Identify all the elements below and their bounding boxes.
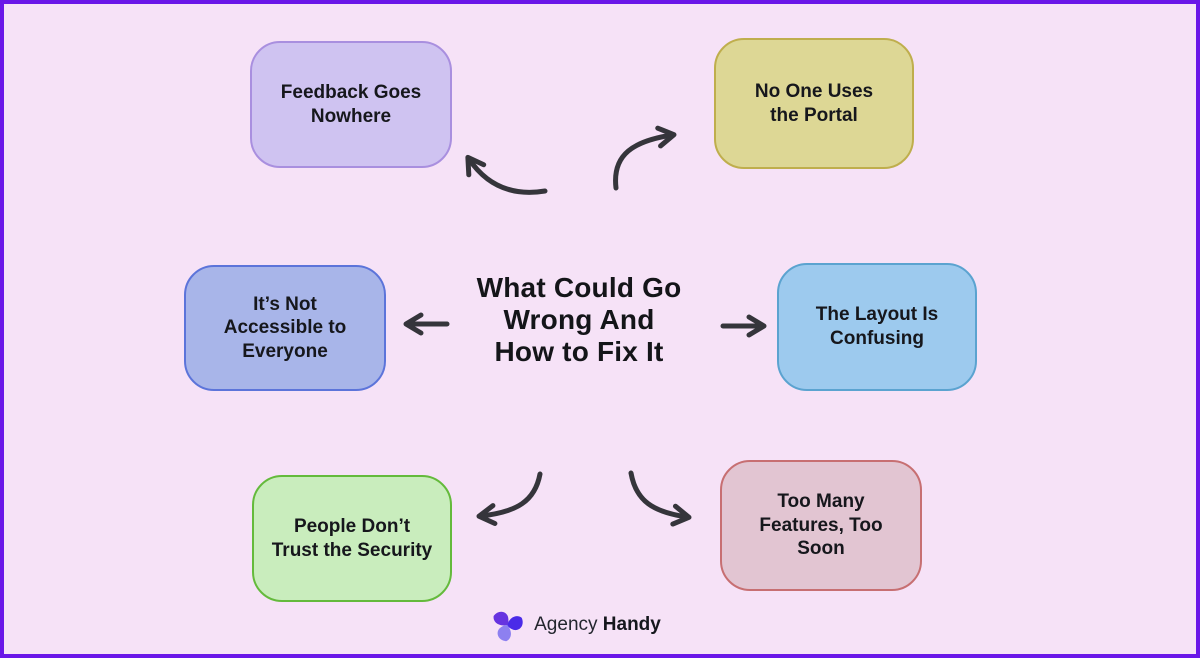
node-label: People Don’t Trust the Security [271, 515, 433, 561]
brand-name: Agency Handy [534, 614, 661, 636]
node-feedback-goes-nowhere: Feedback Goes Nowhere [250, 41, 452, 168]
arrow-to-feedback [465, 154, 548, 195]
diagram-title: What Could Go Wrong And How to Fix It [476, 272, 682, 368]
brand-name-bold: Handy [602, 614, 661, 635]
node-too-many-features: Too Many Features, Too Soon [720, 460, 922, 591]
arrow-to-portal [613, 125, 677, 191]
node-label: Too Many Features, Too Soon [759, 491, 883, 560]
node-layout-confusing: The Layout Is Confusing [777, 263, 977, 391]
arrow-to-security [476, 471, 543, 527]
node-not-accessible: It’s Not Accessible to Everyone [184, 265, 386, 391]
agency-handy-logo-icon [489, 607, 526, 643]
brand-name-regular: Agency [534, 614, 598, 635]
node-trust-security: People Don’t Trust the Security [252, 475, 452, 602]
node-label: The Layout Is Confusing [815, 304, 939, 349]
arrow-to-features [628, 470, 692, 527]
node-label: It’s Not Accessible to Everyone [223, 293, 347, 362]
brand-footer: Agency Handy [489, 607, 661, 643]
node-label: No One Uses the Portal [754, 80, 874, 126]
node-no-one-uses-portal: No One Uses the Portal [714, 38, 914, 169]
node-label: Feedback Goes Nowhere [280, 81, 422, 127]
